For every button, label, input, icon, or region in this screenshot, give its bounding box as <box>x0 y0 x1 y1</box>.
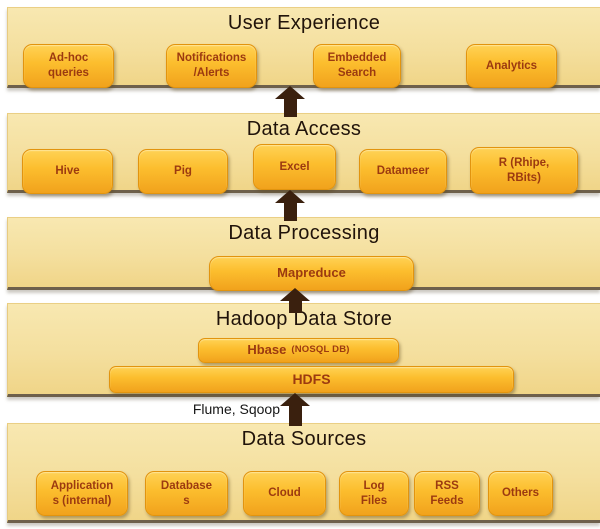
layer-title-data-processing: Data Processing <box>228 222 380 244</box>
node-label: Excel <box>279 160 310 173</box>
node-pig: Pig <box>138 149 228 194</box>
node-label: Datameer <box>376 165 430 178</box>
layer-title-data-access: Data Access <box>246 118 362 140</box>
layer-data-sources: Data Sources Application s (internal) Da… <box>7 423 600 523</box>
node-applications-internal: Application s (internal) <box>36 471 128 516</box>
layer-data-access: Data Access Hive Pig Excel Datameer R (R… <box>7 113 600 194</box>
arrow-head <box>275 86 305 99</box>
node-notifications-alerts: Notifications /Alerts <box>166 44 257 88</box>
node-ad-hoc-queries: Ad-hoc queries <box>23 44 114 88</box>
node-others: Others <box>488 471 553 516</box>
node-cloud: Cloud <box>243 471 326 516</box>
layer-data-processing: Data Processing Mapreduce <box>7 217 600 291</box>
node-hbase: Hbase (NOSQL DB) <box>198 338 399 363</box>
arrow-stem <box>288 406 302 426</box>
node-label: Hbase <box>247 342 287 358</box>
node-excel: Excel <box>253 144 336 190</box>
arrow-up-icon <box>275 190 305 221</box>
node-label: Application s (internal) <box>50 479 114 507</box>
node-label: Ad-hoc queries <box>48 52 89 79</box>
node-r-rhipe-rbits: R (Rhipe, RBits) <box>470 147 578 194</box>
arrow-stem <box>283 99 297 117</box>
node-label: Embedded Search <box>327 52 387 79</box>
layer-hadoop-data-store: Hadoop Data Store Hbase (NOSQL DB) HDFS <box>7 303 600 397</box>
node-datameer: Datameer <box>359 149 447 194</box>
node-label: R (Rhipe, RBits) <box>498 156 550 184</box>
node-mapreduce: Mapreduce <box>209 256 414 291</box>
node-label: Notifications /Alerts <box>176 52 247 79</box>
node-label: Analytics <box>485 59 538 72</box>
arrow-stem <box>283 203 297 221</box>
node-rss-feeds: RSS Feeds <box>414 471 480 516</box>
node-sublabel: (NOSQL DB) <box>291 344 350 356</box>
node-label: HDFS <box>292 371 331 388</box>
arrow-head <box>280 393 310 406</box>
node-label: Log Files <box>360 479 388 507</box>
node-label: Database s <box>160 479 213 507</box>
node-hdfs: HDFS <box>109 366 514 393</box>
node-analytics: Analytics <box>466 44 557 88</box>
layer-title-user-experience: User Experience <box>227 12 381 34</box>
arrow-up-icon <box>280 288 310 313</box>
node-label: Pig <box>174 165 192 178</box>
arrow-head <box>275 190 305 203</box>
node-embedded-search: Embedded Search <box>313 44 401 88</box>
node-label: Others <box>501 487 540 500</box>
node-hive: Hive <box>22 149 113 194</box>
layer-title-data-sources: Data Sources <box>241 428 367 450</box>
node-label: RSS Feeds <box>430 479 464 507</box>
arrow-up-icon <box>275 86 305 117</box>
arrow-head <box>280 288 310 301</box>
arrow-stem <box>288 301 302 313</box>
node-databases: Database s <box>145 471 228 516</box>
node-log-files: Log Files <box>339 471 409 516</box>
layer-user-experience: User Experience Ad-hoc queries Notificat… <box>7 7 600 88</box>
layer-title-hadoop-data-store: Hadoop Data Store <box>215 308 393 330</box>
node-label: Hive <box>55 165 80 178</box>
node-label: Cloud <box>268 487 301 500</box>
arrow-up-icon <box>280 393 310 426</box>
node-label: Mapreduce <box>277 265 346 281</box>
flume-sqoop-label: Flume, Sqoop <box>192 401 280 417</box>
